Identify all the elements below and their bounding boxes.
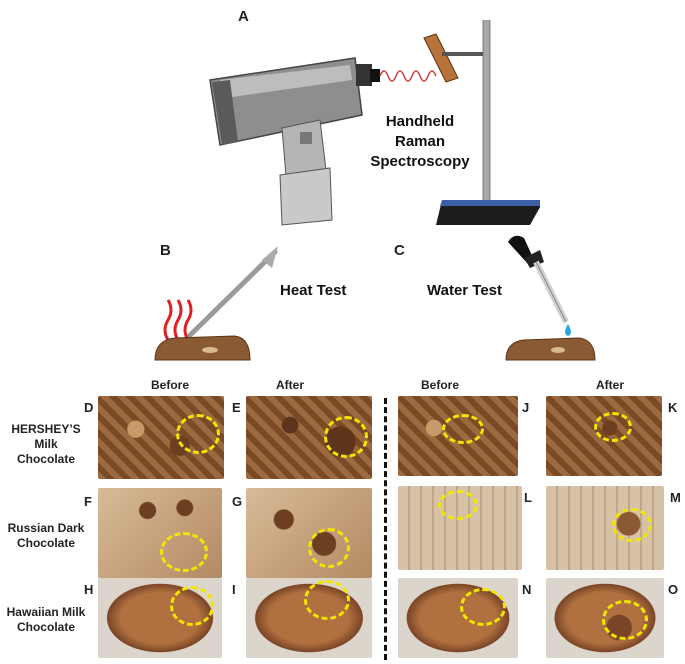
highlight-circle (308, 528, 350, 568)
row-label-hersheys: HERSHEY’S Milk Chocolate (0, 422, 92, 467)
row-label-line: HERSHEY’S (11, 422, 81, 436)
panel-label-o: O (668, 582, 679, 597)
heat-lines-icon (163, 299, 193, 341)
photo-m (546, 486, 664, 570)
photo-d (98, 396, 224, 479)
photo-o (546, 578, 664, 658)
row-label-line: Chocolate (16, 452, 75, 466)
panel-label-b: B (160, 242, 171, 259)
row-label-russian-dark: Russian Dark Chocolate (0, 521, 92, 551)
highlight-circle (176, 414, 220, 454)
chocolate-sample-icon (505, 337, 596, 361)
row-label-line: Russian Dark (7, 521, 85, 535)
device-title-line-2: Raman (394, 133, 446, 150)
row-label-line: Chocolate (16, 536, 75, 550)
chocolate-sample-icon (154, 335, 251, 361)
panel-label-m: M (670, 490, 681, 505)
column-header-water-after: After (595, 378, 624, 392)
column-header-heat-after: After (275, 378, 304, 392)
photo-k (546, 396, 662, 476)
raman-spectrometer-illustration (209, 20, 540, 226)
row-label-line: Milk (34, 437, 58, 451)
panel-label-n: N (522, 582, 532, 597)
heat-test-title: Heat Test (280, 282, 347, 299)
row-label-line: Chocolate (16, 620, 75, 634)
panel-label-e: E (232, 400, 241, 415)
highlight-circle (612, 508, 652, 542)
water-test-illustration (505, 235, 596, 361)
water-drop-icon (565, 324, 571, 336)
photo-h (98, 578, 222, 658)
row-label-line: Hawaiian Milk (6, 605, 86, 619)
photo-e (246, 396, 372, 479)
panel-label-i: I (232, 582, 236, 597)
panel-label-c: C (394, 242, 405, 259)
device-title: Handheld Raman Spectroscopy (360, 112, 480, 172)
highlight-circle (460, 588, 506, 626)
panel-label-a: A (238, 8, 249, 25)
highlight-circle (170, 586, 214, 626)
photo-n (398, 578, 518, 658)
photo-j (398, 396, 518, 476)
panel-label-g: G (232, 494, 243, 509)
highlight-circle (160, 532, 208, 572)
handheld-spectrometer-icon (209, 57, 380, 226)
panel-label-j: J (522, 400, 530, 415)
column-header-water-before: Before (420, 378, 459, 392)
panel-label-d: D (84, 400, 94, 415)
row-label-hawaiian-milk: Hawaiian Milk Chocolate (0, 605, 92, 635)
highlight-circle (304, 580, 350, 620)
highlight-circle (324, 416, 368, 458)
highlight-circle (438, 490, 478, 520)
device-title-line-3: Spectroscopy (370, 153, 470, 170)
heat-test-illustration (154, 246, 278, 361)
panel-label-f: F (84, 494, 92, 509)
section-divider (384, 398, 387, 660)
column-header-heat-before: Before (150, 378, 189, 392)
photo-f (98, 488, 222, 578)
water-test-title: Water Test (427, 282, 503, 299)
panel-label-h: H (84, 582, 94, 597)
highlight-circle (602, 600, 648, 640)
highlight-circle (594, 412, 632, 442)
device-title-line-1: Handheld (385, 113, 455, 130)
panel-label-l: L (524, 490, 532, 505)
laser-wave (379, 70, 437, 82)
highlight-circle (442, 414, 484, 444)
panel-label-k: K (668, 400, 678, 415)
photo-g (246, 488, 372, 578)
photo-l (398, 486, 522, 570)
photo-i (246, 578, 372, 658)
